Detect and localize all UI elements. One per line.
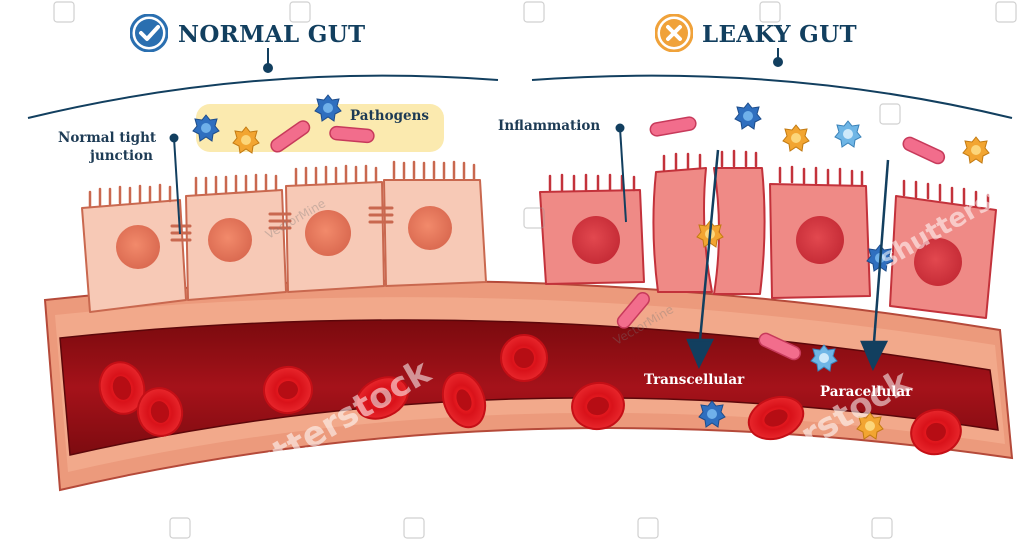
transcellular-label: Transcellular xyxy=(644,372,745,388)
inflamed-cell xyxy=(652,152,713,293)
inflammation-pointer xyxy=(619,127,627,223)
red-blood-cell xyxy=(263,365,313,415)
red-blood-cell xyxy=(98,361,146,415)
red-blood-cell xyxy=(500,334,548,382)
red-blood-cells xyxy=(98,334,962,456)
paracellular-arrow xyxy=(872,159,890,343)
tight-junctions xyxy=(170,206,394,242)
paracellular-label: Paracellular xyxy=(820,384,913,400)
transcellular-arrow xyxy=(698,149,720,341)
pathogens-label: Pathogens xyxy=(350,108,430,124)
bacterium xyxy=(616,291,650,329)
bacteria xyxy=(270,116,946,361)
virus-blue xyxy=(698,400,726,428)
bacterium xyxy=(758,332,802,361)
red-blood-cell xyxy=(355,376,409,420)
inflamed-cell xyxy=(769,165,871,299)
normal-tight-junction-label-line1: Normal tight xyxy=(58,130,157,146)
cross-icon xyxy=(655,14,693,52)
pointer-lines xyxy=(169,123,627,235)
arrows xyxy=(686,149,890,371)
red-blood-cell xyxy=(910,408,962,456)
virus-lightblue xyxy=(810,344,838,372)
red-blood-cell xyxy=(441,371,487,429)
virus-lightblue xyxy=(834,120,862,148)
inflamed-cell xyxy=(539,173,645,285)
bacterium xyxy=(902,136,946,165)
virus-orange xyxy=(232,126,260,154)
leaky-gut-bracket xyxy=(531,74,1013,119)
bacterium xyxy=(329,125,375,144)
virus-blue xyxy=(192,114,220,142)
healthy-cell xyxy=(185,173,287,301)
watermark-marks xyxy=(53,1,1017,539)
virus-orange xyxy=(856,412,884,440)
check-icon xyxy=(130,14,168,52)
normal-gut-bracket xyxy=(27,74,499,119)
inflamed-cells xyxy=(539,149,997,319)
healthy-cells xyxy=(81,160,487,313)
red-blood-cell xyxy=(136,387,184,437)
healthy-cell xyxy=(383,160,487,287)
transcellular-arrowhead xyxy=(686,338,715,369)
inflamed-cell xyxy=(889,179,997,319)
red-blood-cell xyxy=(571,381,625,431)
virus-orange xyxy=(962,136,990,164)
virus-particles xyxy=(192,94,990,440)
leaky-gut-title: LEAKY GUT xyxy=(702,21,857,48)
inflammation-label: Inflammation xyxy=(498,118,601,134)
bacterium xyxy=(649,116,697,137)
title-brackets xyxy=(27,48,1013,119)
healthy-cell xyxy=(81,183,187,313)
check-badge xyxy=(130,14,168,52)
normal-gut-title: NORMAL GUT xyxy=(178,21,366,48)
healthy-cell xyxy=(285,164,385,293)
paracellular-arrowhead xyxy=(860,340,889,371)
virus-orange xyxy=(782,124,810,152)
pathogens-highlight xyxy=(196,104,444,152)
tight-junction-pointer xyxy=(173,137,181,235)
virus-blue xyxy=(734,102,762,130)
inflamed-cell xyxy=(713,149,766,295)
cross-badge xyxy=(655,14,693,52)
red-blood-cell xyxy=(747,395,805,441)
virus-blue xyxy=(314,94,342,122)
blood-lumen xyxy=(59,319,999,456)
bacterium xyxy=(270,120,311,153)
normal-tight-junction-label-line2: junction xyxy=(90,148,153,164)
